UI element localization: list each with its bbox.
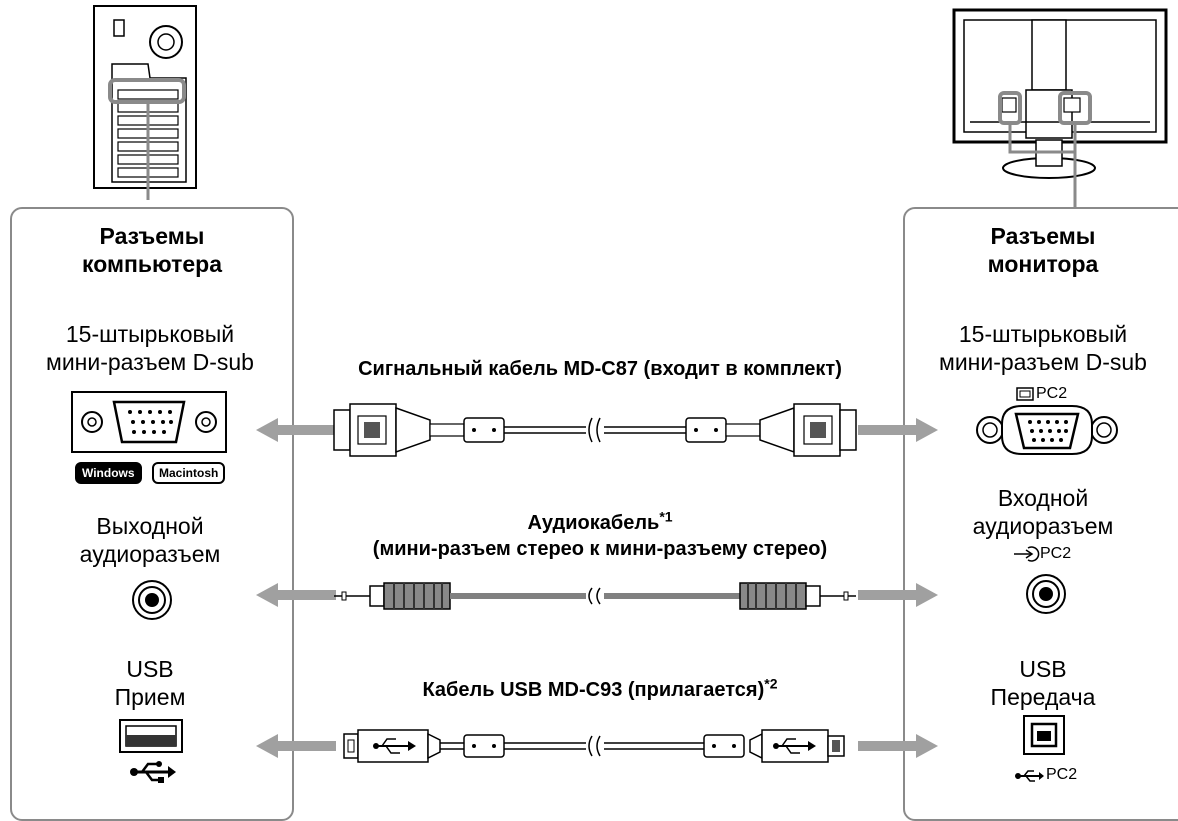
usb-cable-illustration	[343, 729, 845, 763]
monitor-audio-label-line2: аудиоразъем	[972, 513, 1114, 539]
monitor-vga-label-line2: мини-разъем D-sub	[939, 349, 1147, 375]
audio-arrow-left	[256, 583, 336, 607]
monitor-usb-label-line1: USB	[1019, 656, 1067, 682]
computer-usb-label-line2: Прием	[114, 684, 186, 710]
audio-cable-footnote: *1	[659, 508, 673, 525]
computer-usb-a-port-icon	[119, 719, 183, 753]
audio-cable-illustration	[334, 582, 856, 610]
monitor-audio-label-line1: Входной	[997, 485, 1089, 511]
monitor-vga-tag-icon	[1016, 387, 1034, 401]
monitor-audio-port-tag: PC2	[1040, 545, 1072, 562]
monitor-usb-b-port-icon	[1023, 715, 1065, 755]
monitor-usb-trident-icon	[1015, 770, 1044, 782]
computer-audio-label-line1: Выходной	[96, 513, 204, 539]
signal-arrow-right	[858, 418, 938, 442]
computer-audio-label-line2: аудиоразъем	[79, 541, 221, 567]
monitor-connectors-title: Разъемы монитора	[903, 222, 1178, 278]
computer-usb-label-line1: USB	[126, 656, 174, 682]
monitor-title-line1: Разъемы	[990, 223, 1096, 249]
computer-connectors-panel	[10, 207, 294, 821]
monitor-audio-jack-icon	[1026, 574, 1066, 614]
computer-vga-port-icon	[71, 391, 227, 453]
audio-arrow-right	[858, 583, 938, 607]
computer-usb-trident-icon	[130, 761, 176, 783]
windows-badge: Windows	[75, 462, 142, 484]
monitor-usb-port-tag: PC2	[1046, 766, 1078, 783]
computer-audio-label: Выходной аудиоразъем	[0, 512, 300, 568]
usb-cable-caption: Кабель USB MD-C93 (прилагается)*2	[300, 675, 900, 703]
computer-vga-label-line2: мини-разъем D-sub	[46, 349, 254, 375]
monitor-vga-label: 15-штырьковый мини-разъем D-sub	[903, 320, 1178, 376]
usb-cable-footnote: *2	[764, 675, 778, 692]
monitor-audio-label: Входной аудиоразъем	[903, 484, 1178, 540]
usb-arrow-left	[256, 734, 336, 758]
computer-title-line1: Разъемы	[99, 223, 205, 249]
audio-input-icon	[1014, 546, 1040, 562]
usb-cable-caption-text: Кабель USB MD-C93 (прилагается)	[422, 679, 765, 701]
audio-cable-caption: Аудиокабель*1 (мини-разъем стерео к мини…	[295, 508, 905, 562]
signal-cable-illustration	[333, 403, 857, 457]
monitor-usb-label: USB Передача	[903, 655, 1178, 711]
audio-cable-caption-line1: Аудиокабель	[527, 512, 660, 534]
computer-usb-label: USB Прием	[0, 655, 300, 711]
signal-cable-caption: Сигнальный кабель MD-C87 (входит в компл…	[358, 358, 842, 380]
monitor-title-line2: монитора	[987, 251, 1099, 277]
computer-vga-label: 15-штырьковый мини-разъем D-sub	[0, 320, 300, 376]
monitor-vga-label-line1: 15-штырьковый	[958, 321, 1128, 347]
computer-connectors-title: Разъемы компьютера	[12, 222, 292, 278]
computer-title-line2: компьютера	[82, 251, 222, 277]
macintosh-badge: Macintosh	[152, 462, 226, 484]
monitor-usb-label-line2: Передача	[990, 684, 1096, 710]
monitor-back-illustration	[952, 8, 1168, 215]
computer-vga-label-line1: 15-штырьковый	[65, 321, 235, 347]
audio-cable-caption-line2: (мини-разъем стерео к мини-разъему стере…	[372, 538, 828, 560]
computer-tower-illustration	[93, 5, 197, 200]
usb-arrow-right	[858, 734, 938, 758]
monitor-vga-port-tag: PC2	[1036, 385, 1068, 402]
monitor-vga-port-icon	[976, 405, 1118, 455]
computer-audio-jack-icon	[132, 580, 172, 620]
signal-arrow-left	[256, 418, 336, 442]
